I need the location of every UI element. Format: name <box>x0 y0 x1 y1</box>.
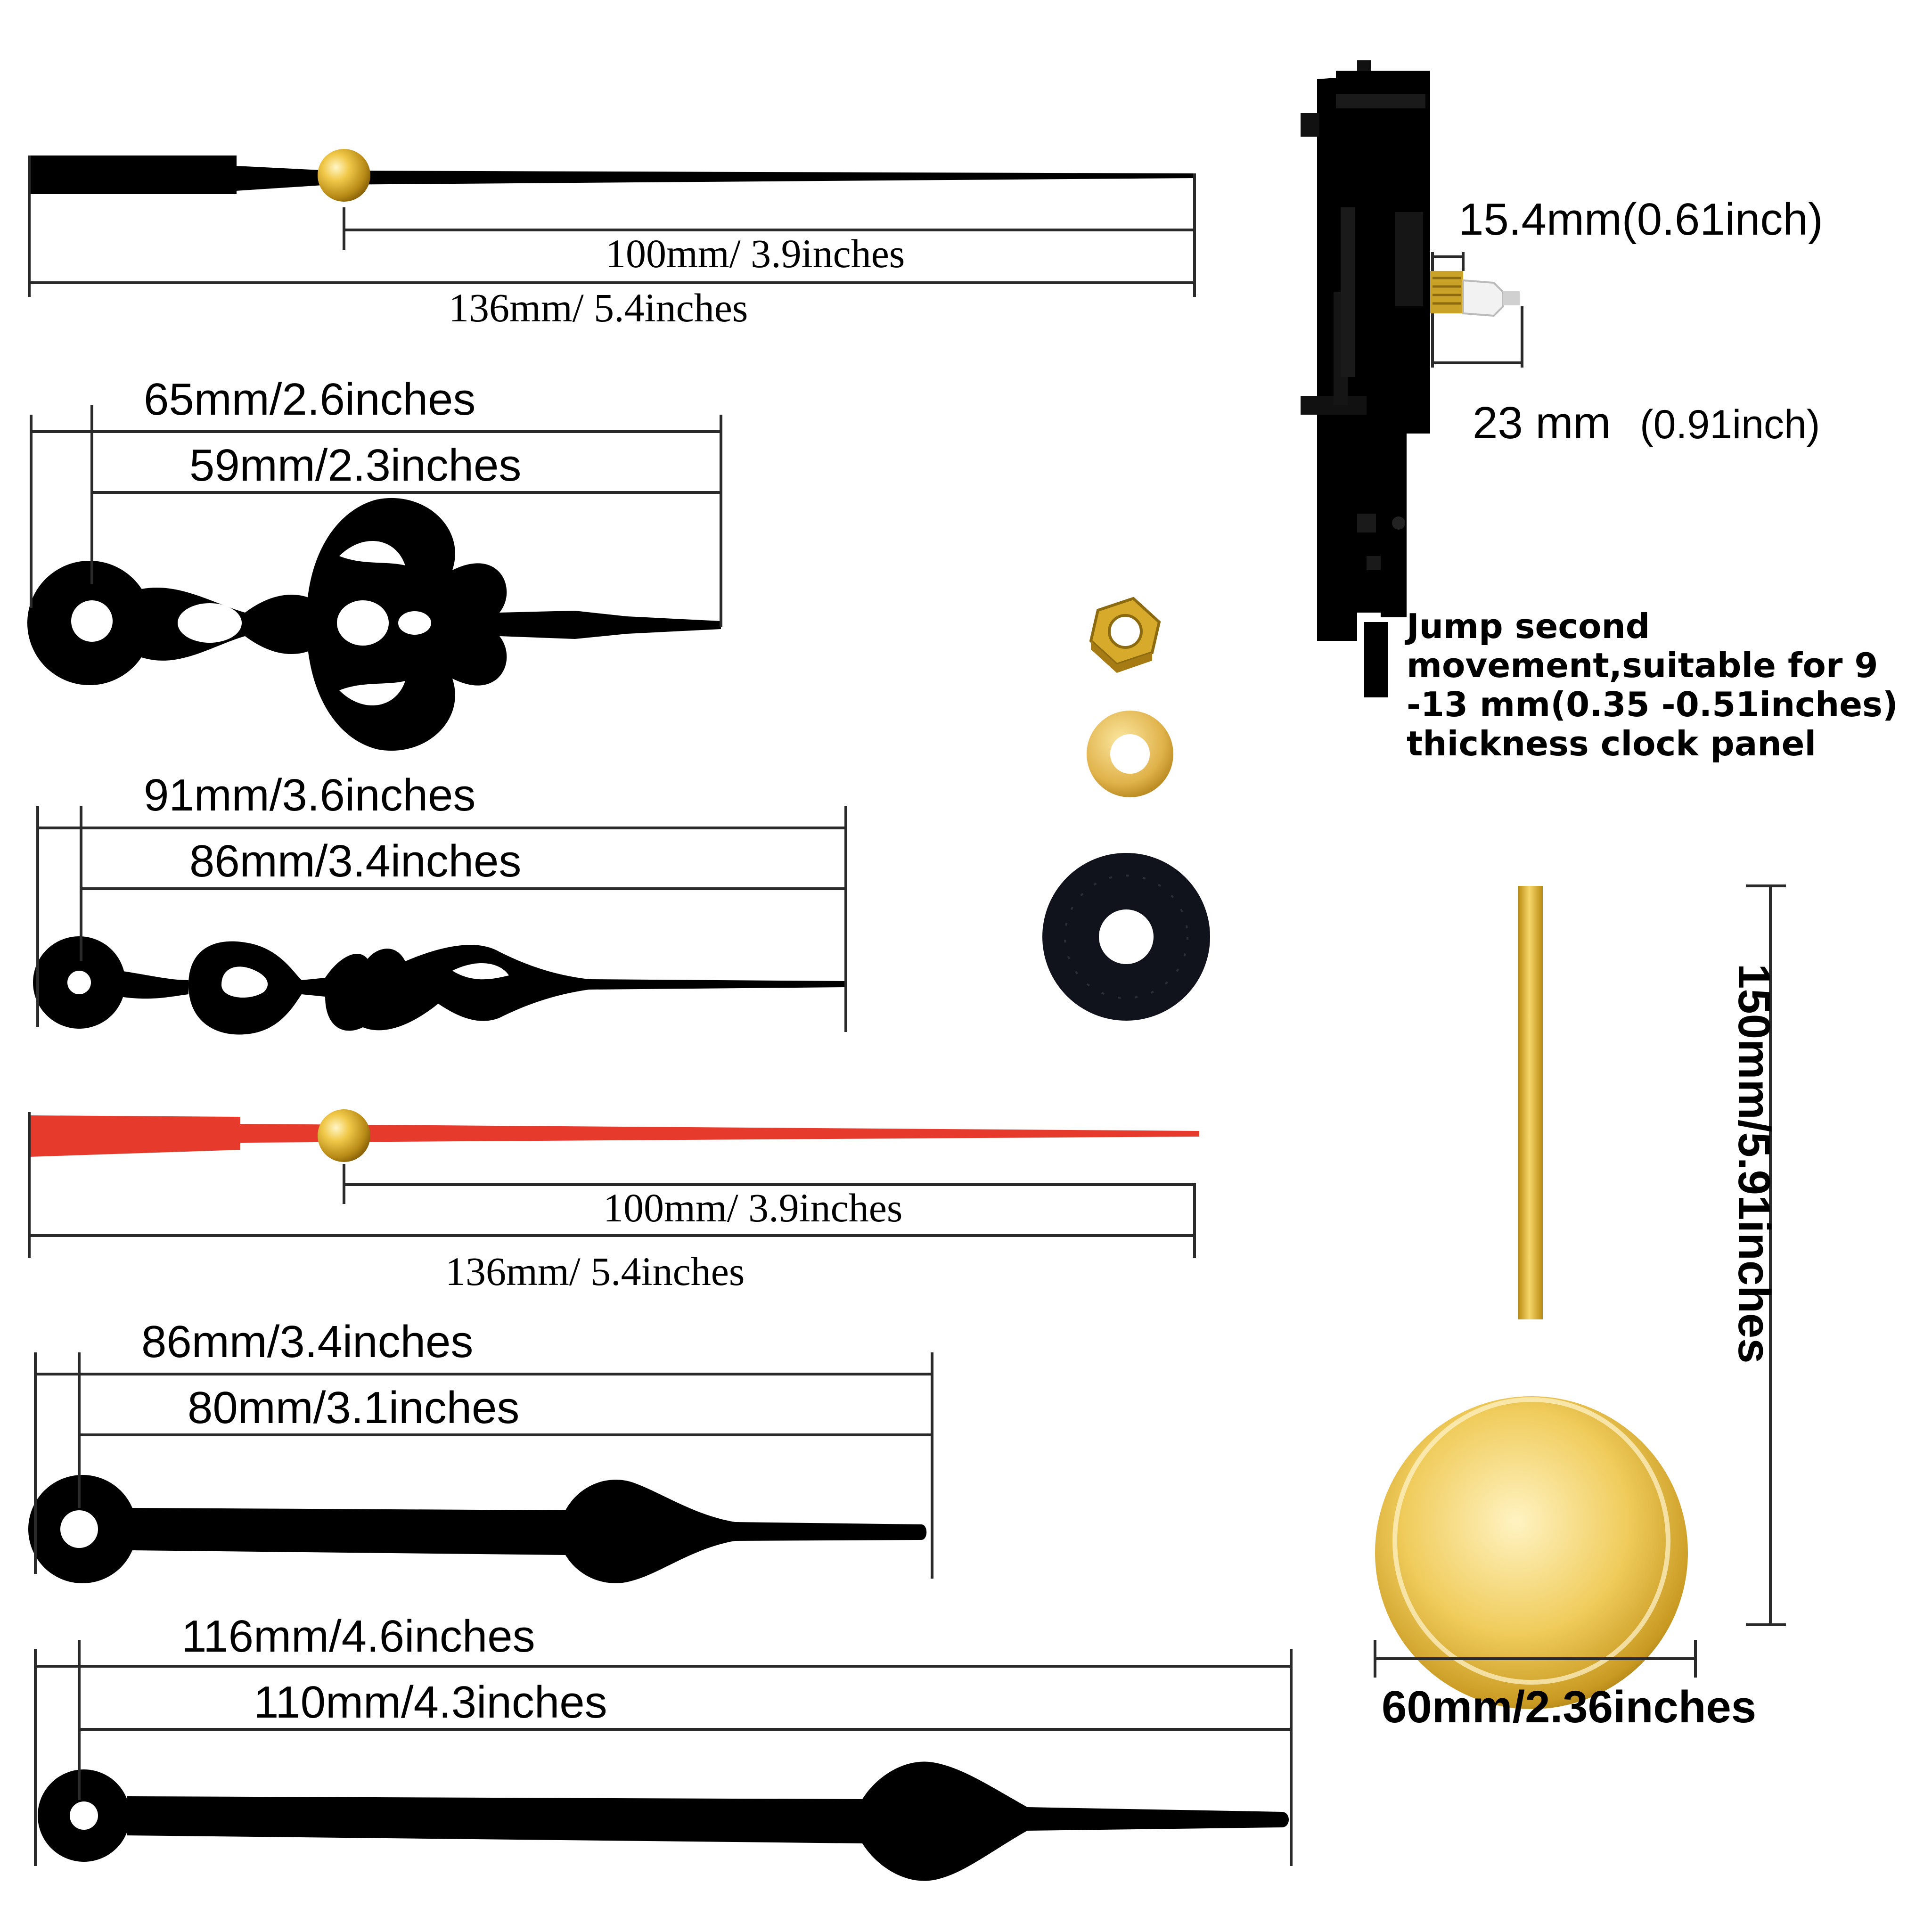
hand-counterweight <box>29 156 237 194</box>
dimension-lines-row-2 <box>30 405 722 627</box>
hand-blade <box>236 166 1195 191</box>
dimension-lines-movement <box>1431 252 1523 368</box>
red-second-hand-overall-label: 136mm/ 5.4inches <box>445 1249 745 1294</box>
dimension-lines-row-5 <box>34 1352 933 1579</box>
brass-cap-icon <box>318 1109 370 1162</box>
hand-hole <box>60 1510 98 1548</box>
pendulum-rod <box>1518 886 1543 1319</box>
brass-pendulum-icon <box>1375 886 1688 1709</box>
pendulum-length-label: 150mm/5.91inches <box>1729 964 1779 1364</box>
red-second-hand <box>29 1109 1199 1162</box>
movement-shaft-length-label: 15.4mm(0.61inch) <box>1458 194 1823 245</box>
ornate-minute-hand <box>33 936 846 1035</box>
hour-hand-straight <box>29 149 1195 202</box>
dimension-lines-row-4 <box>28 1112 1196 1258</box>
spade-hour-hand <box>28 1475 927 1583</box>
dimension-lines-pendulum <box>1374 884 1786 1678</box>
spade-hour-hand-overall-label: 86mm/3.4inches <box>141 1317 474 1367</box>
movement-description: Jump second movement,suitable for 9 -13 … <box>1407 606 1898 763</box>
hand-hole <box>70 1801 98 1830</box>
ornate-minute-hand-overall-label: 91mm/3.6inches <box>144 770 476 820</box>
brass-cap-icon <box>318 149 370 202</box>
spade-minute-hand-hub-to-tip-label: 110mm/4.3inches <box>254 1677 607 1727</box>
pendulum-bob <box>1375 1396 1688 1709</box>
rubber-gasket-icon <box>1042 853 1210 1021</box>
ornate-hour-hand <box>27 498 721 751</box>
hand-hole <box>67 971 91 994</box>
hour-hand-1-hub-to-tip-label: 100mm/ 3.9inches <box>606 231 905 276</box>
dimension-lines-row-1 <box>28 156 1196 297</box>
spade-hour-hand-hub-to-tip-label: 80mm/3.1inches <box>188 1383 520 1433</box>
red-second-hand-hub-to-tip-label: 100mm/ 3.9inches <box>603 1185 903 1230</box>
hour-hand-1-overall-label: 136mm/ 5.4inches <box>449 285 748 330</box>
hand-blade <box>29 1115 1199 1157</box>
hand-hole <box>71 600 113 642</box>
ornate-minute-hand-hub-to-tip-label: 86mm/3.4inches <box>189 836 522 886</box>
hex-nut-icon <box>1089 597 1161 673</box>
movement-total-shaft-unit-label: (0.91inch) <box>1640 402 1820 447</box>
ornate-hour-hand-hub-to-tip-label: 59mm/2.3inches <box>189 440 522 491</box>
movement-total-shaft-value-label: 23 mm <box>1473 398 1611 448</box>
clock-movement-icon <box>1301 60 1520 697</box>
brass-washer-icon <box>1087 711 1173 797</box>
pendulum-bob-diameter-label: 60mm/2.36inches <box>1382 1682 1757 1732</box>
spade-minute-hand-overall-label: 116mm/4.6inches <box>181 1611 535 1662</box>
ornate-hour-hand-overall-label: 65mm/2.6inches <box>144 374 476 425</box>
dimension-lines-row-6 <box>34 1640 1293 1866</box>
spade-minute-hand <box>38 1761 1289 1881</box>
dimension-lines-row-3 <box>36 806 847 1032</box>
